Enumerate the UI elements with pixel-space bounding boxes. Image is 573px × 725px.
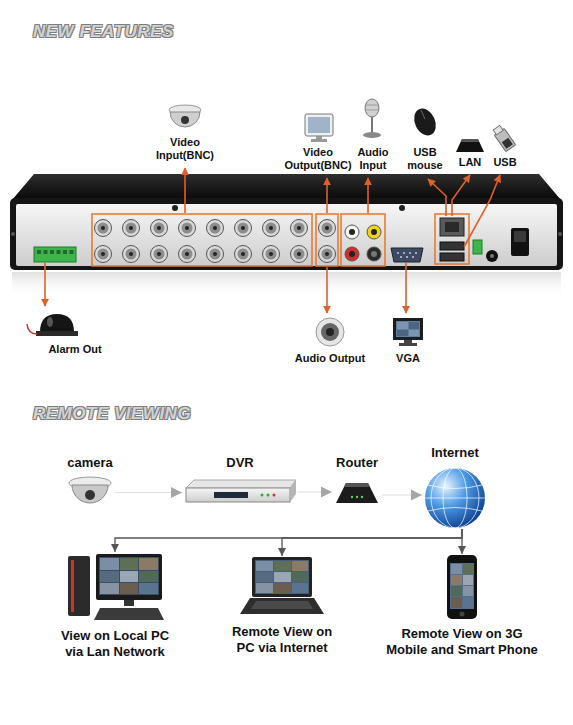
speaker-icon bbox=[316, 318, 344, 346]
port-label: Video Output(BNC) bbox=[279, 146, 357, 172]
camera-icon bbox=[69, 477, 111, 503]
port-label: Video Input(BNC) bbox=[148, 136, 222, 162]
device-node: camera bbox=[67, 455, 113, 509]
port-label: USB bbox=[485, 156, 525, 169]
device-label: Internet bbox=[431, 445, 479, 461]
mouse-icon bbox=[410, 105, 440, 139]
device-label: Remote View on 3G Mobile and Smart Phone bbox=[383, 626, 541, 658]
device-label: View on Local PC via Lan Network bbox=[52, 628, 178, 660]
dome-camera-icon bbox=[169, 105, 201, 127]
device-node: Internet bbox=[424, 445, 486, 529]
port-label: Audio Output bbox=[285, 352, 375, 365]
laptop-icon bbox=[240, 557, 324, 614]
microphone-icon bbox=[363, 99, 381, 138]
leader-lines bbox=[45, 168, 500, 313]
branch-arrow bbox=[282, 529, 462, 556]
flow-arrow bbox=[115, 492, 182, 493]
port-label: Audio Input bbox=[350, 146, 396, 172]
usb-stick-icon bbox=[491, 124, 515, 151]
icon-slot bbox=[184, 477, 296, 507]
router-icon bbox=[456, 139, 484, 152]
device-node: Remote View on PC via Internet bbox=[226, 556, 338, 656]
icon-slot bbox=[67, 477, 113, 509]
device-node: View on Local PC via Lan Network bbox=[52, 552, 178, 660]
device-label: Remote View on PC via Internet bbox=[226, 624, 338, 656]
port-label: USB mouse bbox=[402, 146, 448, 172]
device-label: DVR bbox=[226, 455, 253, 471]
icon-slot bbox=[334, 477, 380, 507]
port-label: LAN bbox=[450, 156, 490, 169]
icon-slot bbox=[424, 467, 486, 529]
icon-slot bbox=[239, 556, 325, 618]
flow-arrow bbox=[298, 492, 332, 493]
device-label: Router bbox=[336, 455, 378, 471]
desktop-pc-icon bbox=[68, 554, 164, 620]
flow-arrow bbox=[382, 495, 422, 496]
router-icon bbox=[336, 483, 378, 503]
vga-monitor-icon bbox=[393, 318, 423, 346]
siren-icon bbox=[27, 314, 78, 336]
monitor-icon bbox=[305, 114, 333, 142]
device-node: DVR bbox=[184, 455, 296, 507]
device-label: camera bbox=[67, 455, 113, 471]
icon-slot bbox=[442, 554, 482, 620]
dvr-rear-panel bbox=[10, 174, 563, 298]
branch-arrow bbox=[461, 529, 462, 554]
icon-slot bbox=[65, 552, 165, 622]
branch-arrow bbox=[115, 529, 462, 552]
globe-icon bbox=[425, 468, 485, 528]
section-heading: NEW FEATURES bbox=[33, 22, 174, 42]
dvr-icon bbox=[186, 480, 296, 502]
section-heading: REMOTE VIEWING bbox=[33, 404, 191, 424]
port-label: Alarm Out bbox=[35, 343, 115, 356]
device-node: Remote View on 3G Mobile and Smart Phone bbox=[383, 554, 541, 658]
port-label: VGA bbox=[386, 352, 430, 365]
smartphone-icon bbox=[447, 555, 477, 619]
device-node: Router bbox=[334, 455, 380, 507]
